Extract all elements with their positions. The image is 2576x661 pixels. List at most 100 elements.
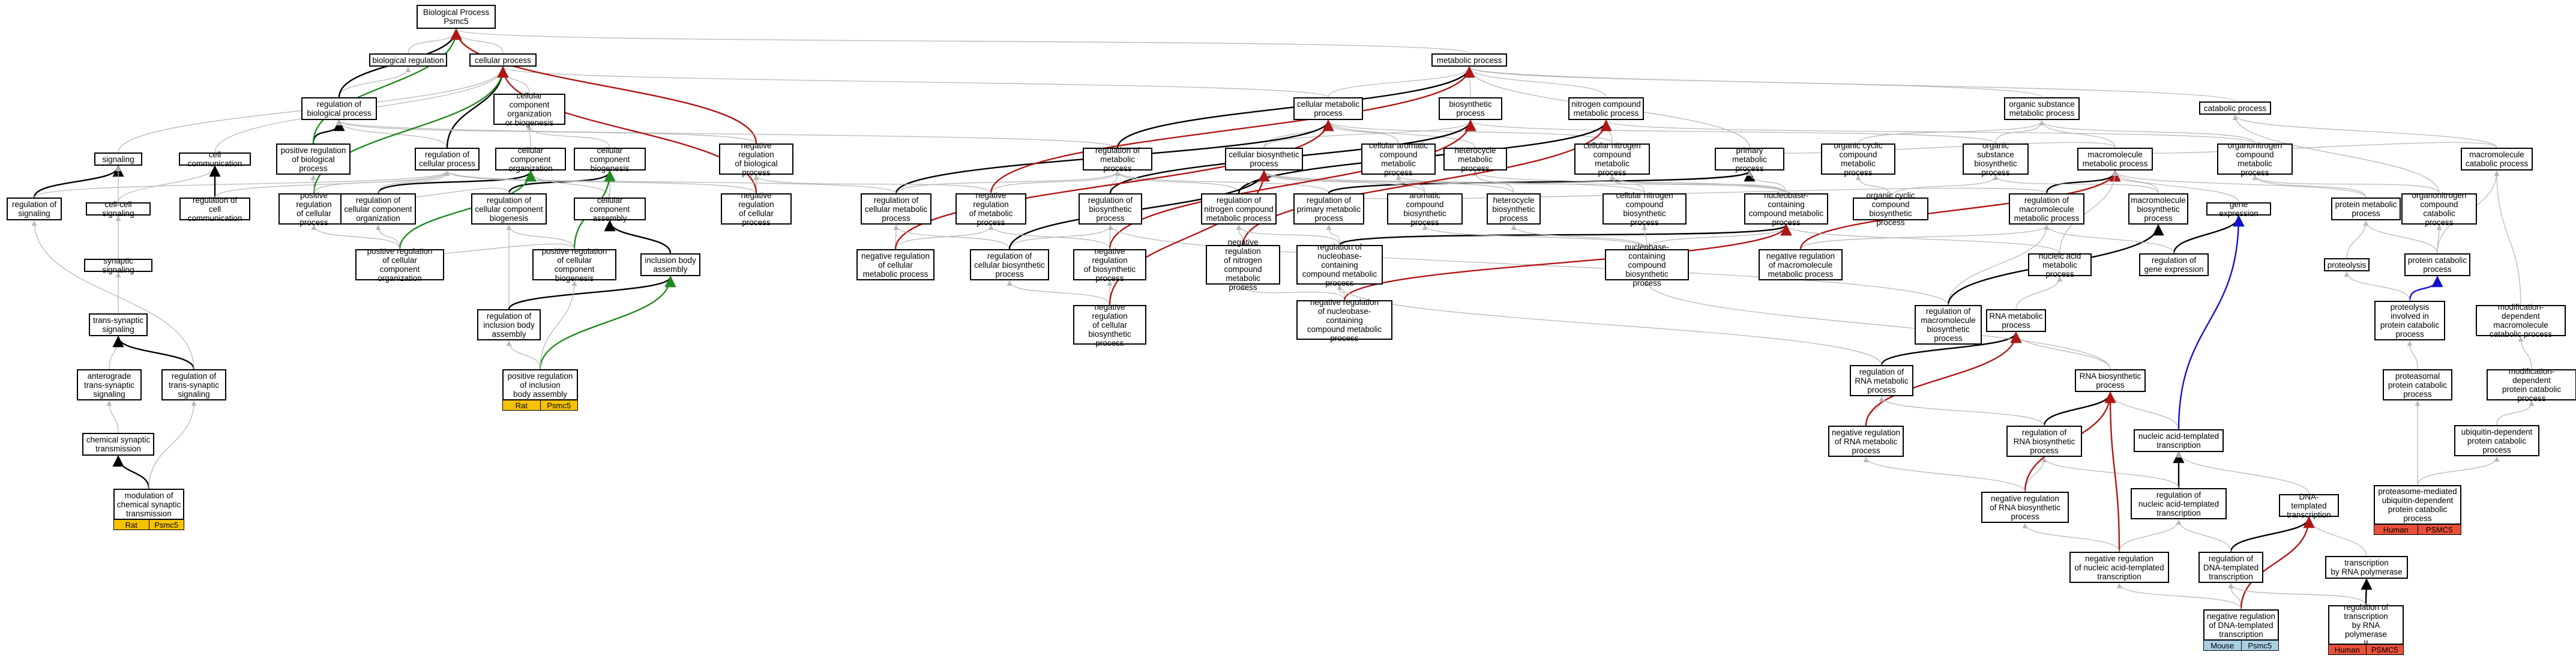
term-node-primary[interactable]: primary metabolic process	[1715, 146, 1784, 173]
term-node-regdnatemp[interactable]: regulation of DNA-templated transcriptio…	[2198, 552, 2263, 583]
term-node-heterobio[interactable]: heterocycle biosynthetic process	[1487, 193, 1541, 225]
term-node-orgcycbio[interactable]: organic cyclic compound biosynthetic pro…	[1853, 191, 1928, 227]
term-node-dnatemp[interactable]: DNA-templated transcription	[2279, 492, 2339, 519]
term-node-regbiosyn[interactable]: regulation of biosynthetic process	[1079, 193, 1142, 225]
term-node-cellnitro[interactable]: cellular nitrogen compound metabolic pro…	[1574, 141, 1650, 177]
term-node-catab[interactable]: catabolic process	[2199, 101, 2271, 115]
term-node-negregmacro[interactable]: negative regulation of macromolecule met…	[1759, 249, 1843, 280]
term-node-transpol[interactable]: transcription by RNA polymerase	[2325, 556, 2408, 579]
term-node-macro[interactable]: macromolecule metabolic process	[2077, 148, 2153, 171]
term-node-macrobio[interactable]: macromolecule biosynthetic process	[2128, 193, 2188, 225]
term-node-orgsub[interactable]: organic substance metabolic process	[2004, 97, 2080, 120]
term-node-chemsyn[interactable]: chemical synaptic transmission	[82, 433, 154, 456]
term-node-regprimary[interactable]: regulation of primary metabolic process	[1293, 193, 1364, 225]
term-node-organocat[interactable]: organonitrogen compound catabolic proces…	[2401, 191, 2477, 227]
term-node-ccorgn[interactable]: cellular component organization	[495, 146, 566, 173]
term-node-negregnucacid[interactable]: negative regulation of nucleic acid-temp…	[2069, 552, 2169, 583]
term-node-modprotcat[interactable]: modification-dependent protein catabolic…	[2487, 367, 2576, 403]
term-node-regrnamet[interactable]: regulation of RNA metabolic process	[1850, 365, 1913, 396]
term-node-posregbp[interactable]: positive regulation of biological proces…	[276, 143, 351, 175]
term-node-incbody[interactable]: inclusion body assembly	[640, 253, 700, 276]
term-node-regnucacidtemp[interactable]: regulation of nucleic acid-templated tra…	[2131, 488, 2227, 519]
term-node-orgcyc[interactable]: organic cyclic compound metabolic proces…	[1821, 141, 1895, 177]
term-node-negregcellbio[interactable]: negative regulation of cellular biosynth…	[1073, 303, 1146, 348]
term-node-organonitro[interactable]: organonitrogen compound metabolic proces…	[2217, 141, 2293, 177]
term-node-nucbase[interactable]: nucleobase-containing compound metabolic…	[1744, 191, 1828, 227]
term-node-posregccbio[interactable]: positive regulation of cellular componen…	[532, 247, 616, 283]
term-node-negregdnatemp[interactable]: negative regulation of DNA-templated tra…	[2203, 609, 2279, 641]
term-node-regcellcomm[interactable]: regulation of cell communication	[179, 196, 250, 223]
term-node-arombio[interactable]: aromatic compound biosynthetic process	[1387, 191, 1463, 227]
term-node-negregbp[interactable]: negative regulation of biological proces…	[719, 141, 793, 177]
term-node-posregcp[interactable]: positive regulation of cellular process	[278, 191, 349, 227]
term-node-negregnitro[interactable]: negative regulation of nitrogen compound…	[1206, 238, 1280, 292]
term-node-cellnitrobio[interactable]: cellular nitrogen compound biosynthetic …	[1602, 191, 1687, 227]
term-node-modchemsyn[interactable]: modulation of chemical synaptic transmis…	[113, 489, 184, 520]
term-node-regmet[interactable]: regulation of metabolic process	[1083, 146, 1152, 173]
term-node-hetero[interactable]: heterocycle metabolic process	[1443, 146, 1507, 173]
term-node-regmacrobio[interactable]: regulation of macromolecule biosynthetic…	[1915, 305, 1982, 345]
term-node-nitro[interactable]: nitrogen compound metabolic process	[1568, 97, 1644, 120]
term-node-biosyn[interactable]: biosynthetic process	[1439, 97, 1502, 120]
term-node-cellmet[interactable]: cellular metabolic process	[1293, 97, 1363, 120]
term-node-posregccorg[interactable]: positive regulation of cellular componen…	[355, 247, 444, 283]
term-node-protubiq[interactable]: proteasome-mediated ubiquitin-dependent …	[2374, 485, 2461, 525]
term-node-cellbiosyn[interactable]: cellular biosynthetic process	[1225, 148, 1303, 171]
edge-regdnatemp-to-regnucacidtemp	[2176, 519, 2231, 552]
term-node-regcellmet[interactable]: regulation of cellular metabolic process	[861, 193, 931, 225]
term-node-macrocat[interactable]: macromolecule catabolic process	[2461, 148, 2533, 171]
term-node-protmet[interactable]: protein metabolic process	[2331, 198, 2401, 220]
term-node-regccbio[interactable]: regulation of cellular component biogene…	[471, 193, 547, 225]
term-node-ubiqcat[interactable]: ubiquitin-dependent protein catabolic pr…	[2454, 425, 2539, 456]
term-node-regrnabio[interactable]: regulation of RNA biosynthetic process	[2006, 426, 2082, 457]
term-node-negregcp[interactable]: negative regulation of cellular process	[721, 191, 792, 227]
term-node-modcat[interactable]: modification-dependent macromolecule cat…	[2476, 303, 2566, 339]
term-node-geneexp[interactable]: gene expression	[2206, 200, 2271, 218]
term-node-regmacro[interactable]: regulation of macromolecule metabolic pr…	[2009, 193, 2084, 225]
term-node-rnamet[interactable]: RNA metabolic process	[1986, 309, 2046, 332]
term-node-cellcomm[interactable]: cell communication	[179, 150, 251, 168]
term-node-nucacidtemp[interactable]: nucleic acid-templated transcription	[2134, 429, 2224, 452]
term-node-cellproc[interactable]: cellular process	[469, 53, 537, 67]
term-node-negregcellmet[interactable]: negative regulation of cellular metaboli…	[856, 249, 934, 280]
edge-rnamet-to-nucacid	[2015, 276, 2063, 310]
term-node-signaling[interactable]: signaling	[94, 152, 142, 166]
term-node-regtranssyn[interactable]: regulation of trans-synaptic signaling	[161, 369, 226, 400]
term-node-antero[interactable]: anterograde trans-synaptic signaling	[77, 369, 142, 400]
term-node-regtranspol2[interactable]: regulation of transcription by RNA polym…	[2328, 603, 2404, 648]
term-node-proteolysis[interactable]: proteolysis	[2324, 258, 2370, 271]
term-node-orgsubbio[interactable]: organic substance biosynthetic process	[1963, 141, 2029, 177]
term-node-synsig[interactable]: synaptic signaling	[84, 256, 152, 274]
term-node-nucbasebio[interactable]: nucleobase-containing compound biosynthe…	[1605, 243, 1689, 288]
term-node-regincbody[interactable]: regulation of inclusion body assembly	[477, 309, 541, 340]
term-node-regnucbase[interactable]: regulation of nucleobase-containing comp…	[1296, 243, 1383, 288]
term-node-transsyn[interactable]: trans-synaptic signaling	[89, 313, 148, 336]
term-node-negregrnabio[interactable]: negative regulation of RNA biosynthetic …	[1981, 492, 2069, 523]
term-node-reggeneexp[interactable]: regulation of gene expression	[2139, 253, 2209, 276]
term-node-regnitro[interactable]: regulation of nitrogen compound metaboli…	[1201, 193, 1277, 225]
term-node-ccorg[interactable]: cellular component organization or bioge…	[493, 91, 565, 127]
term-node-negregmet[interactable]: negative regulation of metabolic process	[955, 191, 1026, 227]
term-node-protcat[interactable]: protein catabolic process	[2404, 253, 2470, 276]
term-node-posregincbody[interactable]: positive regulation of inclusion body as…	[502, 369, 578, 400]
term-node-bioreg[interactable]: biological regulation	[369, 53, 447, 67]
term-node-regcp[interactable]: regulation of cellular process	[415, 148, 480, 171]
term-node-regccorg[interactable]: regulation of cellular component organiz…	[340, 193, 416, 225]
term-node-negregrnamet[interactable]: negative regulation of RNA metabolic pro…	[1828, 426, 1904, 457]
term-node-ccbio[interactable]: cellular component biogenesis	[574, 146, 646, 173]
term-node-proteasomal[interactable]: proteasomal protein catabolic process	[2383, 369, 2452, 400]
term-node-bp[interactable]: Biological Process Psmc5	[417, 5, 496, 29]
term-node-regbp[interactable]: regulation of biological process	[301, 97, 377, 120]
term-node-regsig[interactable]: regulation of signaling	[7, 198, 62, 220]
term-node-protinvcat[interactable]: proteolysis involved in protein cataboli…	[2374, 301, 2445, 340]
term-node-negregbiosyn[interactable]: negative regulation of biosynthetic proc…	[1073, 247, 1146, 283]
term-node-nucacid[interactable]: nucleic acid metabolic process	[2028, 252, 2092, 279]
term-node-ccassembly[interactable]: cellular component assembly	[574, 196, 646, 223]
edge-regsig-to-signaling	[33, 165, 124, 198]
term-node-cellarom[interactable]: cellular aromatic compound metabolic pro…	[1361, 141, 1436, 177]
term-node-rnabio[interactable]: RNA biosynthetic process	[2075, 369, 2146, 392]
term-node-negregnucbase[interactable]: negative regulation of nucleobase-contai…	[1296, 298, 1392, 343]
term-node-regcellbiosyn[interactable]: regulation of cellular biosynthetic proc…	[970, 249, 1049, 280]
term-node-metab[interactable]: metabolic process	[1431, 53, 1507, 67]
term-node-cellcellsig[interactable]: cell-cell signaling	[86, 200, 151, 218]
